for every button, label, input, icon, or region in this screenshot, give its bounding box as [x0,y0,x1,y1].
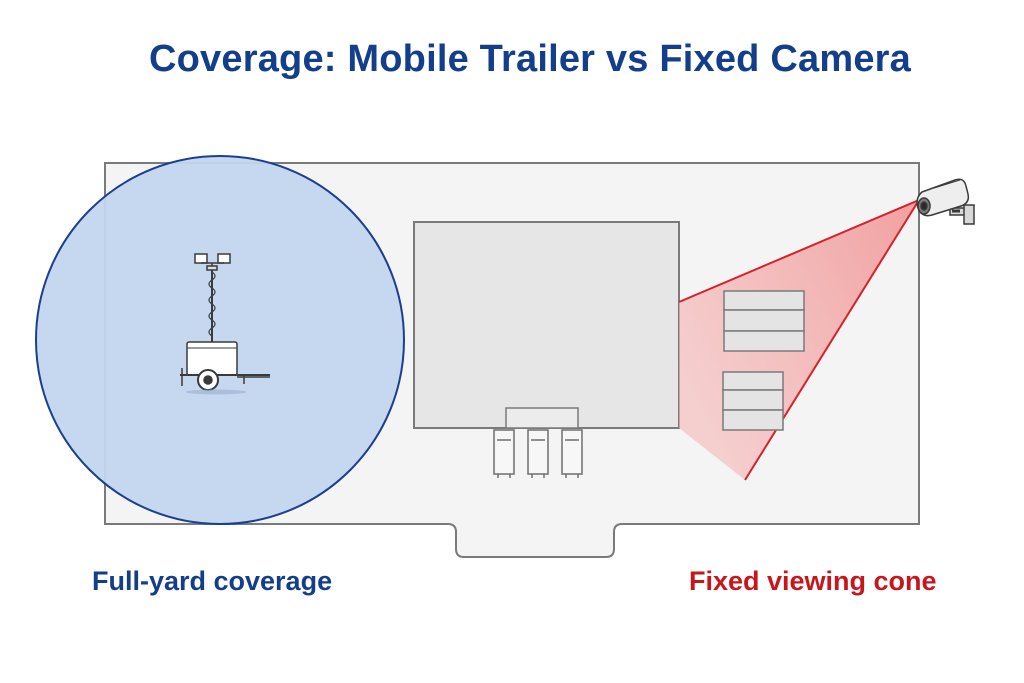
storage-rack [723,330,805,352]
fixed-security-camera-icon [916,178,975,225]
fixed-viewing-cone-label: Fixed viewing cone [689,566,937,596]
loading-dock [505,407,579,429]
full-yard-coverage-label: Full-yard coverage [92,566,333,596]
parked-trailers [493,429,583,478]
mobile-surveillance-trailer-icon [180,253,270,395]
warehouse-building [413,221,680,429]
parked-trailer [493,429,515,475]
cone-edge-upper [678,199,920,303]
storage-rack [723,309,805,332]
cone-edge-lower [744,199,920,481]
storage-rack [723,290,805,311]
storage-racks-lower [722,371,784,431]
storage-rack [722,409,784,431]
storage-rack [722,371,784,391]
storage-racks-upper [723,290,805,352]
full-yard-coverage-area [35,155,405,525]
diagram-title: Coverage: Mobile Trailer vs Fixed Camera [149,38,911,80]
storage-rack [722,389,784,411]
parked-trailer [561,429,583,475]
parked-trailer [527,429,549,475]
